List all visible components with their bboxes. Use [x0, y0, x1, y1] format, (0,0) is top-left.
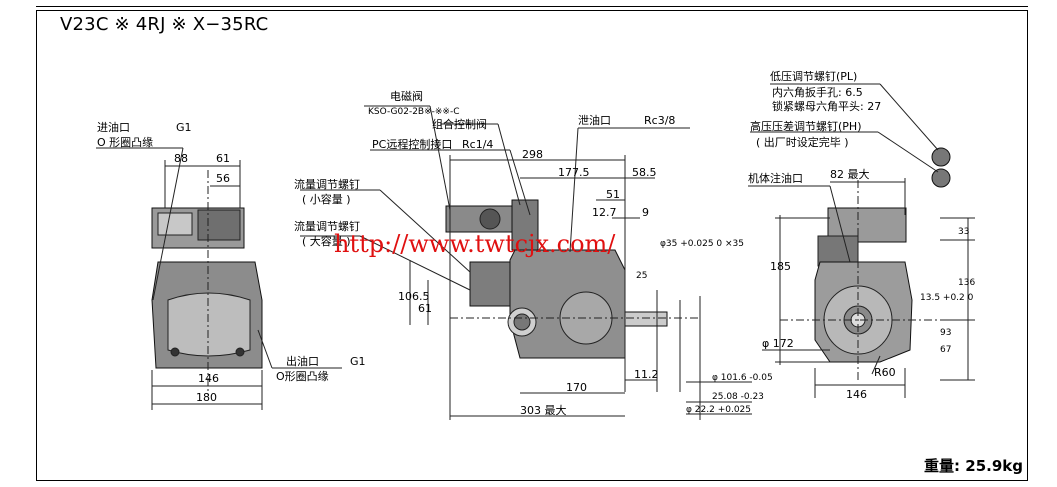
inlet-size: G1 [176, 121, 192, 134]
outlet-size: G1 [350, 355, 366, 368]
dim-180: 180 [196, 391, 217, 404]
dim-177-5: 177.5 [558, 166, 590, 179]
drawing-title: V23C ※ 4RJ ※ X−35RC [60, 14, 269, 35]
dim-146-right: 146 [846, 388, 867, 401]
drawing-frame [36, 10, 1028, 481]
low-pressure-screw: 低压调节螺钉(PL) [770, 70, 857, 83]
dim-303-max: 303 最大 [520, 403, 567, 417]
drain-label: 泄油口 [578, 113, 611, 127]
dim-56: 56 [216, 172, 230, 185]
inlet-note: O 形圈凸缘 [97, 136, 153, 149]
dim-185: 185 [770, 260, 791, 273]
dim-67: 67 [940, 345, 951, 355]
solenoid-valve-label: 电磁阀 [390, 89, 423, 103]
dim-106-5: 106.5 [398, 290, 430, 303]
dim-58-5: 58.5 [632, 166, 657, 179]
dim-phi172: φ 172 [762, 337, 794, 350]
hex-key-size: 内六角扳手孔: 6.5 [772, 85, 863, 99]
dim-11-2: 11.2 [634, 368, 659, 381]
watermark-url: http://www.twtcjx.com/ [334, 230, 616, 258]
dim-82-max: 82 最大 [830, 167, 870, 181]
dim-phi35: φ35 +0.025 0 ×35 [660, 239, 744, 249]
dim-298: 298 [522, 148, 543, 161]
high-pressure-screw: 高压压差调节螺钉(PH) [750, 119, 862, 133]
dim-93: 93 [940, 328, 951, 338]
inlet-label: 进油口 [97, 120, 130, 134]
flow-screw-small-note: ( 小容量 ) [302, 192, 351, 206]
pc-port-label: PC远程控制接口 [372, 137, 452, 151]
dim-13-5: 13.5 +0.2 0 [920, 293, 974, 303]
outlet-label: 出油口 [286, 354, 319, 368]
lock-nut-size: 锁紧螺母六角平头: 27 [772, 99, 881, 113]
solenoid-model: KSO-G02-2B※-※※-C [368, 107, 460, 117]
left-view [96, 147, 342, 410]
dim-146-left: 146 [198, 372, 219, 385]
combo-valve-label: 组合控制阀 [432, 117, 487, 131]
flow-screw-small: 流量调节螺钉 [294, 177, 360, 191]
dim-51: 51 [606, 188, 620, 201]
dim-25: 25 [636, 271, 647, 281]
drain-size: Rc3/8 [644, 114, 675, 127]
dim-25-08: 25.08 -0.23 [712, 392, 764, 402]
flow-screw-large: 流量调节螺钉 [294, 219, 360, 233]
center-view [300, 105, 752, 420]
dim-r60: R60 [874, 366, 896, 379]
pc-port-size: Rc1/4 [462, 138, 493, 151]
dim-9: 9 [642, 206, 649, 219]
right-view [748, 83, 975, 398]
factory-set-note: ( 出厂时设定完毕 ) [756, 135, 849, 149]
oil-fill-port: 机体注油口 [748, 171, 803, 185]
weight-label: 重量: 25.9kg [924, 457, 1023, 475]
dim-61-center: 61 [418, 302, 432, 315]
dim-12-7: 12.7 [592, 206, 617, 219]
dim-88: 88 [174, 152, 188, 165]
flow-screw-large-note: ( 大容量 ) [302, 234, 351, 248]
dim-136: 136 [958, 278, 975, 288]
dim-61-left: 61 [216, 152, 230, 165]
dim-phi101-6: φ 101.6 -0.05 [712, 373, 773, 383]
dim-phi22-2: φ 22.2 +0.025 [686, 405, 751, 415]
outlet-note: O形圈凸缘 [276, 370, 329, 383]
dim-170: 170 [566, 381, 587, 394]
dim-33: 33 [958, 227, 969, 237]
